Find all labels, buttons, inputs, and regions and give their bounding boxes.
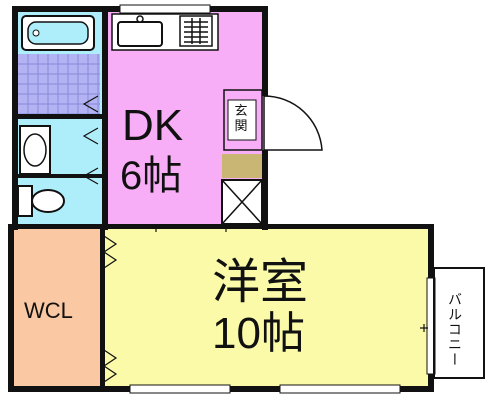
wall-right-dk-lower	[262, 150, 268, 230]
wash-door	[82, 127, 99, 145]
bath-drain	[32, 29, 40, 37]
toilet-bowl	[31, 189, 65, 213]
toilet-door	[82, 167, 99, 185]
grid-markers	[152, 224, 428, 332]
dk-room-name: DK	[122, 101, 184, 150]
dk-room-size: 6帖	[120, 154, 183, 198]
wall-wash-toilet	[12, 174, 106, 178]
wall-mid-horizontal	[8, 224, 268, 229]
wall-bath-wash	[12, 114, 106, 119]
wall-left-lower	[8, 228, 14, 392]
washbasin-bowl	[23, 133, 47, 167]
wall-right-dk-upper	[262, 6, 268, 96]
sink-faucet	[136, 15, 144, 23]
window-top-dk	[119, 4, 211, 14]
storage-cross-b	[221, 179, 263, 225]
window-bottom-left	[129, 384, 231, 394]
western-room-size: 10帖	[212, 309, 305, 358]
shoe-box	[222, 154, 262, 178]
closet-door-lower	[102, 349, 118, 383]
kitchen-sink	[117, 21, 163, 47]
entrance-door-swing	[263, 95, 323, 151]
balcony-outline	[433, 267, 485, 379]
entrance-label-frame	[227, 99, 257, 141]
stove	[179, 15, 213, 47]
closet-floor	[12, 228, 104, 388]
wall-mid-right	[262, 224, 434, 229]
western-room-floor	[104, 226, 429, 388]
western-room-name: 洋室	[212, 254, 309, 310]
balcony-floor	[432, 268, 484, 378]
wall-closet-western	[100, 228, 105, 392]
entrance-label: 玄関	[234, 104, 248, 134]
closet-door-upper	[102, 235, 118, 269]
balcony-label: バルコニー	[446, 292, 462, 367]
bathtub-inner	[27, 21, 89, 45]
toilet-tank	[17, 185, 33, 217]
bath-door	[82, 95, 99, 113]
window-bottom-right	[279, 384, 401, 394]
stove-grill-lines	[184, 18, 208, 44]
closet-label: WCL	[24, 298, 73, 323]
